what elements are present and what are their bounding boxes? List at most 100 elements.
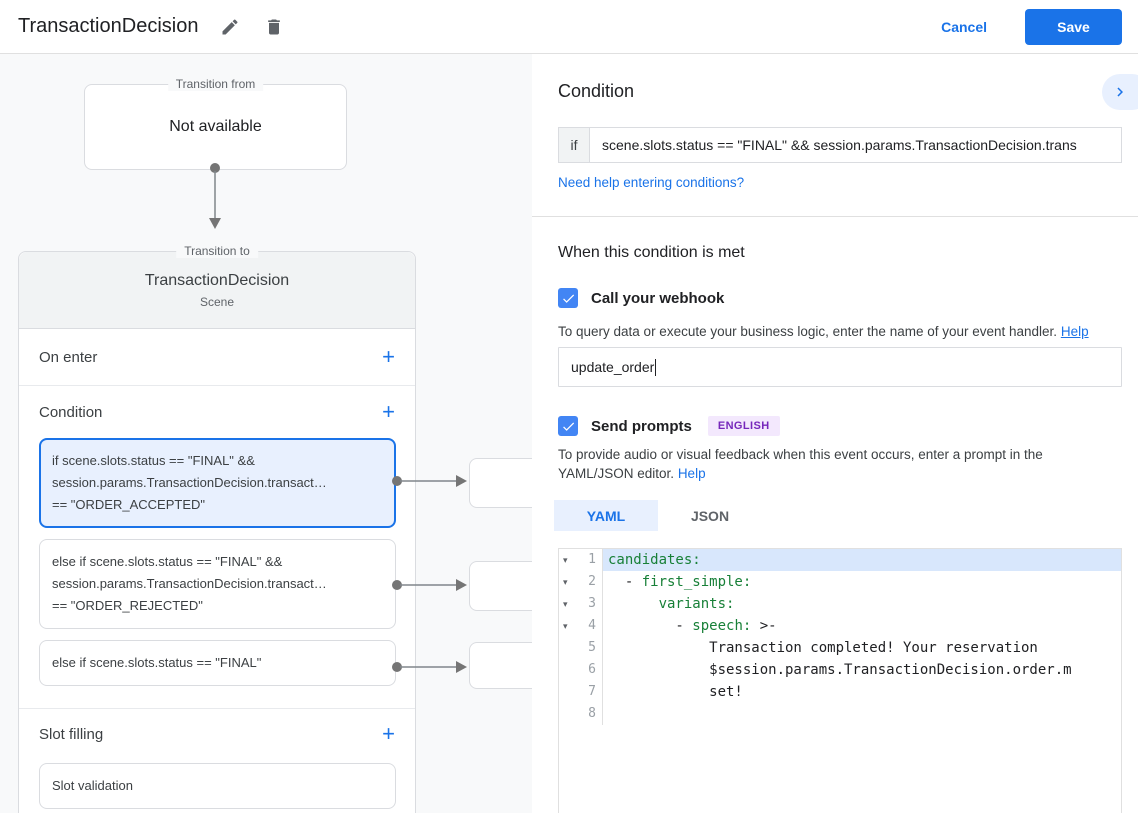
send-prompts-label: Send prompts — [591, 417, 692, 435]
code-line: ▾ 1 candidates: — [559, 549, 1121, 571]
code-text[interactable]: variants: — [603, 593, 1121, 615]
code-plain: >- — [751, 618, 777, 634]
fold-spacer — [559, 703, 576, 725]
transition-from-value: Not available — [169, 118, 262, 135]
condition-section: Condition + if scene.slots.status == "FI… — [19, 386, 415, 709]
transition-from-legend: Transition from — [167, 77, 264, 91]
condition-section-header: Condition + — [19, 386, 415, 438]
fold-toggle-icon[interactable]: ▾ — [563, 599, 568, 609]
scene-card: Transition to TransactionDecision Scene … — [18, 244, 416, 813]
add-icon[interactable]: + — [382, 344, 395, 369]
on-enter-section: On enter + — [19, 329, 415, 386]
scene-card-header[interactable]: TransactionDecision Scene — [19, 252, 415, 329]
line-number: 5 — [576, 637, 603, 659]
code-line: ▾ 2 - first_simple: — [559, 571, 1121, 593]
transition-target-box-1[interactable] — [469, 458, 532, 508]
yaml-key: variants: — [658, 596, 735, 612]
prompts-helper-body: To provide audio or visual feedback when… — [558, 447, 1043, 481]
transition-target-box-2[interactable] — [469, 561, 532, 611]
transition-to-legend: Transition to — [176, 244, 258, 258]
condition-card-1[interactable]: if scene.slots.status == "FINAL" && sess… — [39, 438, 396, 528]
webhook-help-link[interactable]: Help — [1060, 324, 1089, 339]
code-plain: $session.params.TransactionDecision.orde… — [608, 662, 1072, 678]
send-prompts-row: Send prompts ENGLISH — [558, 416, 780, 436]
condition-expression-input[interactable]: scene.slots.status == "FINAL" && session… — [589, 127, 1122, 163]
line-number: 2 — [576, 571, 603, 593]
code-line: 5 Transaction completed! Your reservatio… — [559, 637, 1121, 659]
transition-target-box-3[interactable] — [469, 642, 532, 689]
need-help-link[interactable]: Need help entering conditions? — [558, 175, 745, 190]
language-badge: ENGLISH — [707, 416, 780, 436]
slot-filling-label: Slot filling — [39, 725, 104, 743]
collapse-panel-button[interactable] — [1102, 74, 1138, 110]
code-line: ▾ 3 variants: — [559, 593, 1121, 615]
add-icon[interactable]: + — [382, 721, 395, 746]
if-prefix-label: if — [558, 127, 589, 163]
code-line: 7 set! — [559, 681, 1121, 703]
checkmark-icon — [562, 294, 574, 303]
edit-button[interactable] — [218, 15, 242, 39]
send-prompts-checkbox[interactable] — [558, 416, 578, 436]
condition-card-3[interactable]: else if scene.slots.status == "FINAL" — [39, 640, 396, 686]
code-plain: - — [608, 574, 642, 590]
yaml-key: candidates: — [608, 552, 701, 568]
line-number: 7 — [576, 681, 603, 703]
page-title: TransactionDecision — [18, 15, 199, 37]
top-bar: TransactionDecision Cancel Save — [0, 0, 1138, 54]
code-plain: - — [608, 618, 693, 634]
condition-detail-panel: Condition if scene.slots.status == "FINA… — [532, 54, 1138, 813]
pencil-icon — [222, 18, 238, 34]
webhook-helper-text: To query data or execute your business l… — [558, 322, 1089, 341]
scene-name: TransactionDecision — [144, 271, 290, 289]
scene-diagram: Transition from Not available Transition… — [0, 54, 532, 813]
on-enter-label: On enter — [39, 348, 98, 366]
tab-json[interactable]: JSON — [658, 500, 762, 531]
event-handler-value: update_order — [571, 359, 655, 375]
slot-validation-card[interactable]: Slot validation — [39, 763, 396, 809]
call-webhook-row: Call your webhook — [558, 288, 724, 308]
call-webhook-label: Call your webhook — [591, 289, 725, 307]
code-text[interactable]: $session.params.TransactionDecision.orde… — [603, 659, 1121, 681]
chevron-right-icon — [1117, 87, 1123, 97]
prompts-helper-text: To provide audio or visual feedback when… — [558, 445, 1114, 483]
code-text[interactable]: - first_simple: — [603, 571, 1121, 593]
prompts-help-link[interactable]: Help — [677, 466, 706, 481]
webhook-helper-body: To query data or execute your business l… — [558, 324, 1058, 339]
when-condition-heading: When this condition is met — [558, 244, 745, 261]
event-handler-input[interactable]: update_order — [558, 347, 1122, 387]
slot-filling-section-header: Slot filling + — [19, 709, 415, 759]
code-line: 8 — [559, 703, 1121, 725]
code-plain: set! — [608, 684, 743, 700]
save-button[interactable]: Save — [1025, 8, 1122, 45]
code-text[interactable]: Transaction completed! Your reservation — [603, 637, 1121, 659]
panel-title: Condition — [558, 81, 635, 101]
fold-spacer — [559, 659, 576, 681]
yaml-key: first_simple: — [641, 574, 752, 590]
code-text[interactable]: - speech: >- — [603, 615, 1121, 637]
tab-yaml[interactable]: YAML — [554, 500, 658, 531]
yaml-key: speech: — [692, 618, 752, 634]
add-icon[interactable]: + — [382, 399, 395, 424]
checkmark-icon — [562, 422, 574, 431]
line-number: 6 — [576, 659, 603, 681]
prompt-code-editor[interactable]: ▾ 1 candidates: ▾ 2 - first_simple: ▾ 3 … — [558, 548, 1122, 813]
fold-toggle-icon[interactable]: ▾ — [563, 577, 568, 587]
fold-spacer — [559, 681, 576, 703]
code-plain — [608, 596, 659, 612]
code-text[interactable] — [603, 703, 1121, 725]
code-line: ▾ 4 - speech: >- — [559, 615, 1121, 637]
code-line: 6 $session.params.TransactionDecision.or… — [559, 659, 1121, 681]
call-webhook-checkbox[interactable] — [558, 288, 578, 308]
transition-from-box: Transition from Not available — [84, 77, 347, 170]
line-number: 8 — [576, 703, 603, 725]
condition-card-2[interactable]: else if scene.slots.status == "FINAL" &&… — [39, 539, 396, 629]
condition-label: Condition — [39, 403, 103, 421]
fold-toggle-icon[interactable]: ▾ — [563, 621, 568, 631]
code-text[interactable]: candidates: — [603, 549, 1121, 571]
text-cursor — [655, 358, 657, 376]
delete-button[interactable] — [262, 15, 286, 39]
fold-toggle-icon[interactable]: ▾ — [563, 555, 568, 565]
cancel-button[interactable]: Cancel — [941, 18, 987, 35]
code-text[interactable]: set! — [603, 681, 1121, 703]
fold-spacer — [559, 637, 576, 659]
